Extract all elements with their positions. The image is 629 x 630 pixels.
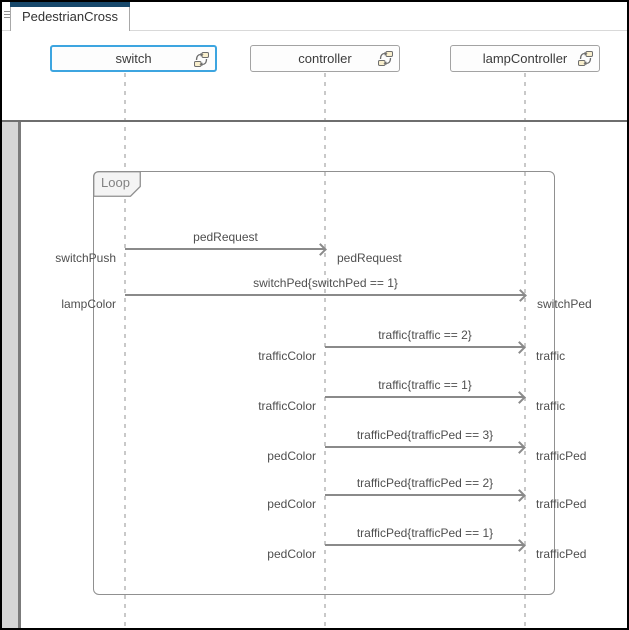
lifeline-head-switch[interactable]: switch — [50, 45, 217, 72]
message-source-event: pedColor — [267, 497, 316, 511]
message-arrow-line — [325, 544, 523, 546]
lifeline-name: switch — [115, 51, 152, 66]
message[interactable]: traffic{traffic == 2} trafficColor traff… — [258, 328, 565, 363]
tab-pedestriancross[interactable]: PedestrianCross — [10, 2, 130, 31]
message-dest-event: trafficPed — [536, 547, 587, 561]
message-source-event: switchPush — [55, 251, 116, 265]
message[interactable]: pedRequest switchPush pedRequest — [55, 230, 401, 265]
lifeline-head-controller[interactable]: controller — [250, 45, 400, 72]
message-source-event: trafficColor — [258, 399, 316, 413]
message-source-event: lampColor — [61, 297, 116, 311]
message[interactable]: trafficPed{trafficPed == 3} pedColor tra… — [267, 428, 586, 463]
lifeline-lampcontroller[interactable] — [524, 73, 526, 628]
left-gutter-scrollbar[interactable] — [2, 122, 18, 628]
message-source-event: pedColor — [267, 547, 316, 561]
chart-ref-icon — [193, 51, 210, 68]
message-label: trafficPed{trafficPed == 3} — [356, 428, 494, 442]
loop-operator-label: Loop — [101, 175, 130, 190]
lifeline-name: controller — [298, 51, 352, 66]
message-arrow-line — [125, 294, 524, 296]
lifeline-switch[interactable] — [124, 73, 126, 628]
lifeline-name: lampController — [482, 51, 568, 66]
message[interactable]: traffic{traffic == 1} trafficColor traff… — [258, 378, 565, 413]
message-dest-event: traffic — [536, 399, 566, 413]
chart-ref-icon — [577, 50, 594, 67]
message-arrow-line — [325, 346, 523, 348]
message-dest-event: trafficPed — [536, 449, 587, 463]
loop-fragment[interactable]: Loop — [93, 171, 555, 595]
message[interactable]: trafficPed{trafficPed == 1} pedColor tra… — [267, 526, 586, 561]
message-dest-event: traffic — [536, 349, 566, 363]
message-dest-event: pedRequest — [337, 251, 402, 265]
message-label: traffic{traffic == 2} — [378, 328, 472, 342]
loop-operator-tab: Loop — [93, 171, 141, 197]
message-label: trafficPed{trafficPed == 2} — [356, 476, 494, 490]
message[interactable]: trafficPed{trafficPed == 2} pedColor tra… — [267, 476, 586, 511]
gutter-border-line — [18, 122, 21, 628]
message-arrow-line — [125, 248, 324, 250]
message-arrow-line — [325, 396, 523, 398]
message-source-event: pedColor — [267, 449, 316, 463]
message-arrow-line — [325, 446, 523, 448]
message-label: pedRequest — [193, 230, 258, 244]
lifeline-head-lampcontroller[interactable]: lampController — [450, 45, 600, 72]
grip-icon[interactable] — [4, 11, 10, 18]
header-canvas-divider — [2, 120, 627, 122]
message-label: switchPed{switchPed == 1} — [253, 276, 398, 290]
message-dest-event: switchPed — [537, 297, 592, 311]
message[interactable]: switchPed{switchPed == 1} lampColor swit… — [61, 276, 591, 311]
message-dest-event: trafficPed — [536, 497, 587, 511]
message-label: traffic{traffic == 1} — [378, 378, 472, 392]
tab-bar: PedestrianCross — [2, 2, 627, 31]
message-arrow-line — [325, 494, 523, 496]
message-label: trafficPed{trafficPed == 1} — [356, 526, 494, 540]
lifeline-controller[interactable] — [324, 73, 326, 628]
chart-ref-icon — [377, 50, 394, 67]
message-source-event: trafficColor — [258, 349, 316, 363]
tab-title: PedestrianCross — [21, 9, 119, 24]
